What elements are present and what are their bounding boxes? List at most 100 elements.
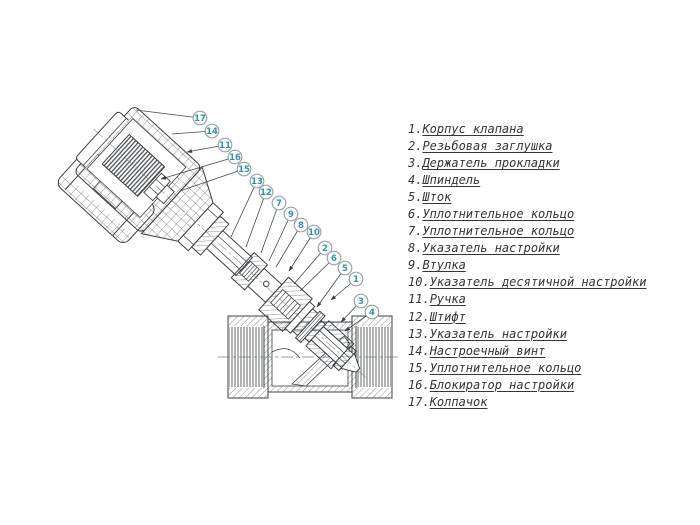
callout-number: 5 [342,264,348,274]
callout-10: 10 [288,224,322,272]
callout-circle [204,123,220,139]
callout-number: 13 [251,177,263,187]
callout-number: 16 [229,153,241,163]
legend-item-number: 8. [408,241,423,256]
legend-item-label: Уплотнительное кольцо [422,224,575,239]
callout-leader [316,267,346,308]
stem-assembly [57,107,366,378]
legend-item-label: Корпус клапана [422,122,524,136]
legend-item-label: Указатель настройки [429,326,567,341]
legend-item-label: Уплотнительное кольцо [422,207,575,222]
stem-centerline [93,128,366,378]
legend-item: 7.Уплотнительное кольцо [408,223,646,240]
callout-9: 9 [268,206,299,262]
callout-number: 1 [353,275,359,285]
legend-item-label: Настроечный винт [429,343,546,358]
callout-4: 4 [344,304,380,332]
callout-12: 12 [245,184,274,248]
legend-item: 6.Уплотнительное кольцо [408,206,646,223]
legend-item-label: Шпиндель [422,173,481,188]
legend-item-number: 7. [408,224,423,239]
valve-body [218,315,400,399]
callout-number: 8 [298,221,304,231]
legend-item: 13.Указатель настройки [408,326,646,343]
callout-11: 11 [186,137,233,154]
legend-item-number: 17. [408,394,430,409]
legend-item-number: 11. [408,292,430,307]
legend-item: 11.Ручка [408,291,646,308]
callout-15: 15 [179,161,252,192]
callout-leader [160,156,236,180]
callout-circle [192,110,208,126]
callout-number: 17 [194,114,206,124]
legend-item-number: 16. [408,377,430,392]
callout-circle [337,260,353,276]
callout-leader [268,213,292,262]
legend-item-label: Колпачок [429,394,488,409]
callout-leader [293,247,326,285]
callout-14: 14 [171,123,220,139]
callout-circle [217,137,233,153]
callout-number: 3 [358,297,364,307]
legend-item-label: Указатель настройки [422,241,560,256]
legend-item: 2.Резьбовая заглушка [408,138,646,155]
legend-item-label: Держатель прокладки [422,156,560,171]
callout-5: 5 [316,260,353,308]
legend-item-number: 15. [408,360,430,375]
callout-circle [293,217,309,233]
callout-16: 16 [160,149,243,180]
callout-leader [288,231,315,272]
callout-circle [271,195,287,211]
legend-item: 12.Штифт [408,309,646,326]
legend-item-label: Ручка [429,292,466,307]
legend-item: 10.Указатель десятичной настройки [408,274,646,291]
callout-circle [353,293,369,309]
callout-circle [306,224,322,240]
legend-item-number: 14. [408,343,430,358]
callout-leader [179,168,245,192]
callout-number: 6 [331,254,337,264]
callout-2: 2 [293,240,333,285]
legend-item: 8.Указатель настройки [408,240,646,257]
legend-item: 4.Шпиндель [408,172,646,189]
legend-item: 5.Шток [408,189,646,206]
legend-item: 15.Уплотнительное кольцо [408,360,646,377]
legend-item-number: 1. [408,122,423,136]
legend-item-label: Резьбовая заглушка [422,139,553,154]
callout-13: 13 [230,173,265,238]
callout-1: 1 [330,271,364,301]
legend-item-label: Уплотнительное кольцо [429,360,582,375]
legend-item-label: Шток [422,190,452,205]
callout-8: 8 [275,217,309,268]
callout-circle [317,240,333,256]
callout-number: 12 [260,188,272,198]
callout-leader [135,109,201,119]
legend-item-label: Указатель десятичной настройки [429,275,647,290]
legend-item-label: Штифт [429,309,466,324]
callout-circle [227,149,243,165]
callout-leader [275,224,302,268]
legend-item-number: 2. [408,139,423,154]
legend-item-number: 3. [408,156,423,171]
pin [262,280,270,288]
callout-leader [260,202,280,254]
legend-item-number: 9. [408,258,423,273]
callout-circle [249,173,265,189]
legend-item: 16.Блокиратор настройки [408,377,646,394]
callout-number: 9 [288,210,294,220]
callout-number: 15 [238,165,250,175]
legend-item: 17.Колпачок [408,394,646,411]
legend-item-label: Блокиратор настройки [429,377,575,392]
callout-circle [258,184,274,200]
callout-leader [245,191,267,248]
callout-6: 6 [299,250,342,292]
callout-17: 17 [135,109,208,126]
callout-circle [326,250,342,266]
callout-number: 10 [308,228,320,238]
cap [75,111,129,168]
callout-number: 4 [369,308,375,318]
